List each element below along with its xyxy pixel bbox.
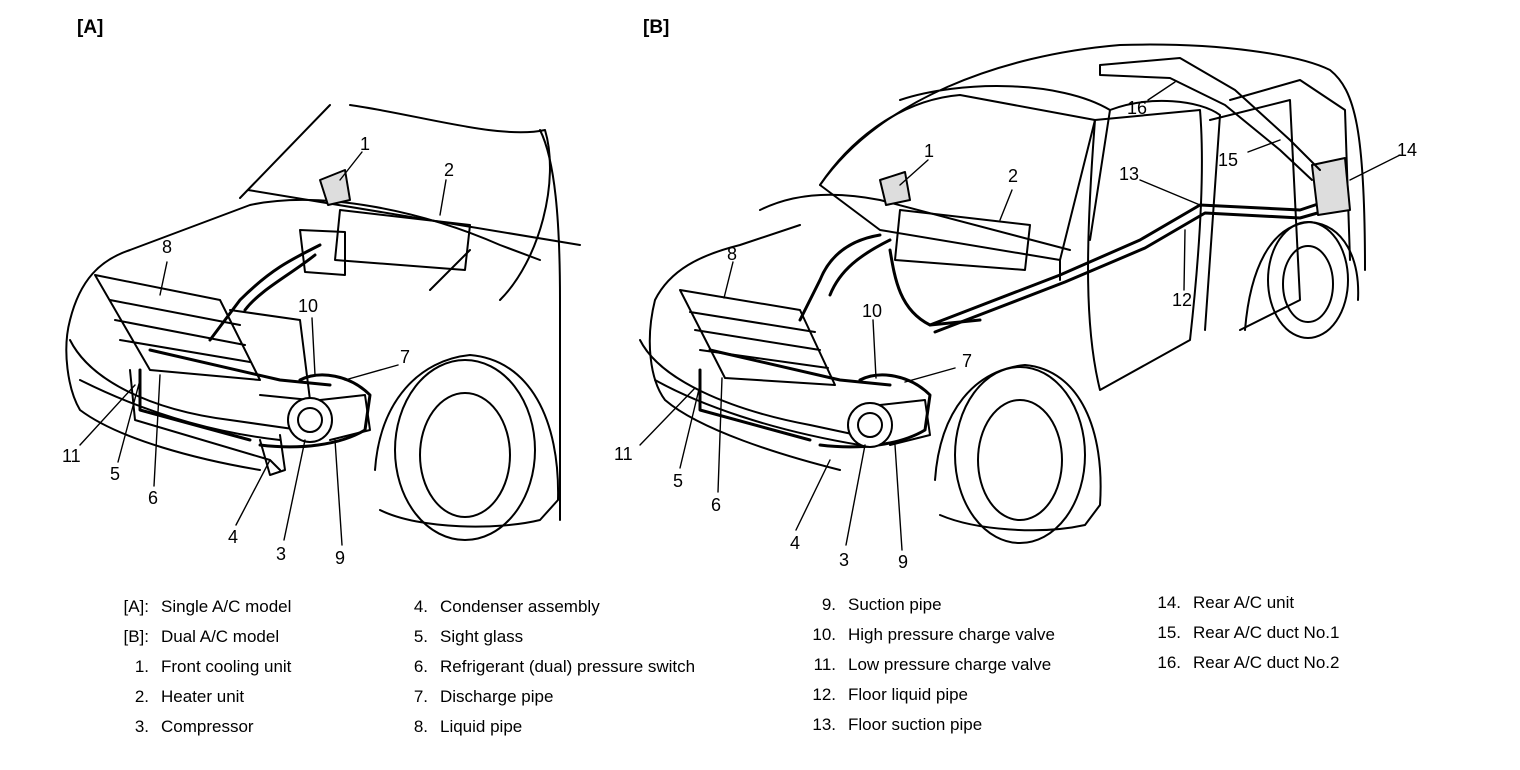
vehicle-a-illustration [65,104,581,546]
grille-a [94,274,311,401]
hood-a [239,104,581,301]
vehicle-b-illustration [639,43,1401,551]
leader-lines-a [79,151,447,546]
roof-b [819,43,1366,331]
callout-a-2: 2 [444,160,455,180]
callout-b-16: 16 [1127,98,1148,118]
leader-lines-b [639,81,1401,551]
callout-a-6: 6 [148,488,159,508]
callout-a-9: 9 [335,548,346,568]
callout-b-4: 4 [790,533,801,553]
cooling-unit-a [299,169,471,276]
pipes-a [138,243,372,449]
hood-b [648,193,1071,471]
callout-b-9: 9 [898,552,909,572]
cooling-unit-b [879,171,1031,271]
grille-b [679,289,836,386]
callout-b-7: 7 [962,351,973,371]
callout-b-3: 3 [839,550,850,570]
callout-a-1: 1 [360,134,371,154]
bumper-a [69,339,301,441]
ac-system-diagram [65,43,1401,551]
front-wheel-a [374,354,560,541]
callout-b-14: 14 [1397,140,1418,160]
callout-a-7: 7 [400,347,411,367]
callout-b-10: 10 [862,301,883,321]
callout-a-8: 8 [162,237,173,257]
callout-b-2: 2 [1008,166,1019,186]
callout-b-1: 1 [924,141,935,161]
callout-a-3: 3 [276,544,287,564]
callout-b-5: 5 [673,471,684,491]
callout-b-13: 13 [1119,164,1140,184]
body-outline-a [65,129,561,521]
callout-b-12: 12 [1172,290,1193,310]
compressor-b [847,399,931,448]
callout-a-11: 11 [62,446,81,466]
callout-b-8: 8 [727,244,738,264]
callout-a-10: 10 [298,296,319,316]
panel-label-b: [B] [643,17,670,38]
floor-pipes-b [928,198,1337,334]
doors-b [1087,99,1301,391]
condenser-a [129,369,286,476]
rear-wheel-b [1244,221,1360,339]
panel-label-a: [A] [77,17,104,38]
front-wheel-b [934,364,1102,544]
callout-b-11: 11 [614,444,633,464]
pipes-b-front [698,233,982,449]
bumper-b [639,339,881,446]
callout-b-6: 6 [711,495,722,515]
rear-ac-unit-b [1311,157,1351,216]
callout-a-5: 5 [110,464,121,484]
rear-duct-b [1099,57,1321,181]
callout-b-15: 15 [1218,150,1239,170]
callout-a-4: 4 [228,527,239,547]
windshield-b [819,94,1096,261]
compressor-a [287,394,371,443]
